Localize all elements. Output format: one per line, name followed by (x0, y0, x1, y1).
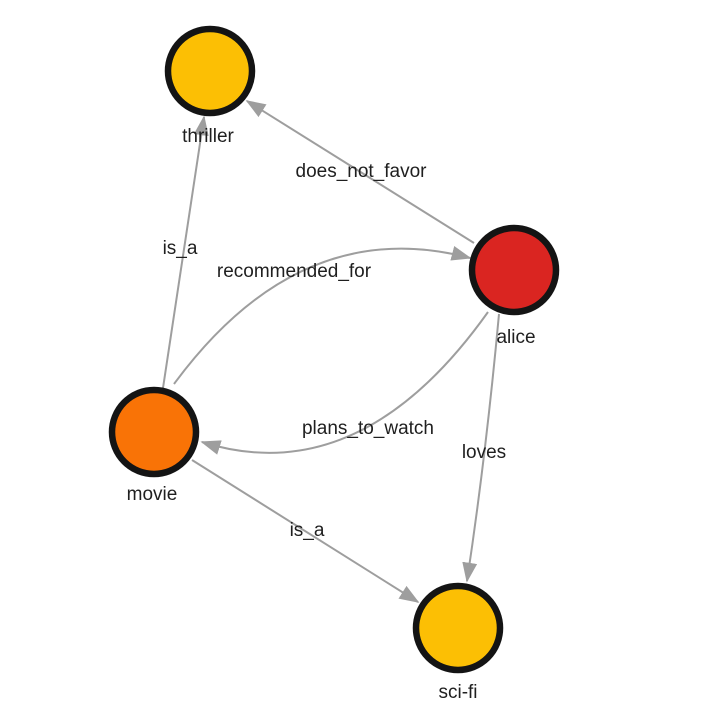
edge-alice-does-not-favor-thriller[interactable] (245, 100, 475, 244)
node-alice[interactable] (468, 224, 560, 316)
edge-label-loves: loves (462, 442, 506, 463)
node-thriller[interactable] (164, 25, 256, 117)
node-movie[interactable] (108, 386, 200, 478)
edge-alice-plans-to-watch-movie[interactable] (200, 311, 489, 455)
edge-movie-recommended-for-alice[interactable] (173, 246, 472, 385)
edge-movie-is-a-thriller[interactable] (162, 115, 209, 389)
edge-label-is-a-bottom: is_a (290, 520, 325, 541)
edge-label-does-not-favor: does_not_favor (296, 161, 428, 182)
node-sci-fi[interactable] (412, 582, 504, 674)
node-label-sci-fi: sci-fi (438, 682, 477, 703)
edge-label-recommended-for: recommended_for (217, 261, 372, 282)
node-label-thriller: thriller (182, 126, 234, 147)
edge-label-plans-to-watch: plans_to_watch (302, 418, 434, 439)
node-layer (108, 25, 560, 674)
node-label-alice: alice (496, 327, 535, 348)
node-label-movie: movie (127, 484, 178, 505)
edge-label-is-a-top: is_a (163, 238, 198, 259)
edge-movie-is-a-sci-fi[interactable] (191, 459, 420, 603)
edge-label-layer: is_a does_not_favor recommended_for plan… (163, 161, 507, 541)
node-label-layer: thriller alice movie sci-fi (127, 126, 536, 703)
edge-layer (162, 100, 500, 603)
edge-alice-loves-sci-fi[interactable] (462, 313, 500, 583)
